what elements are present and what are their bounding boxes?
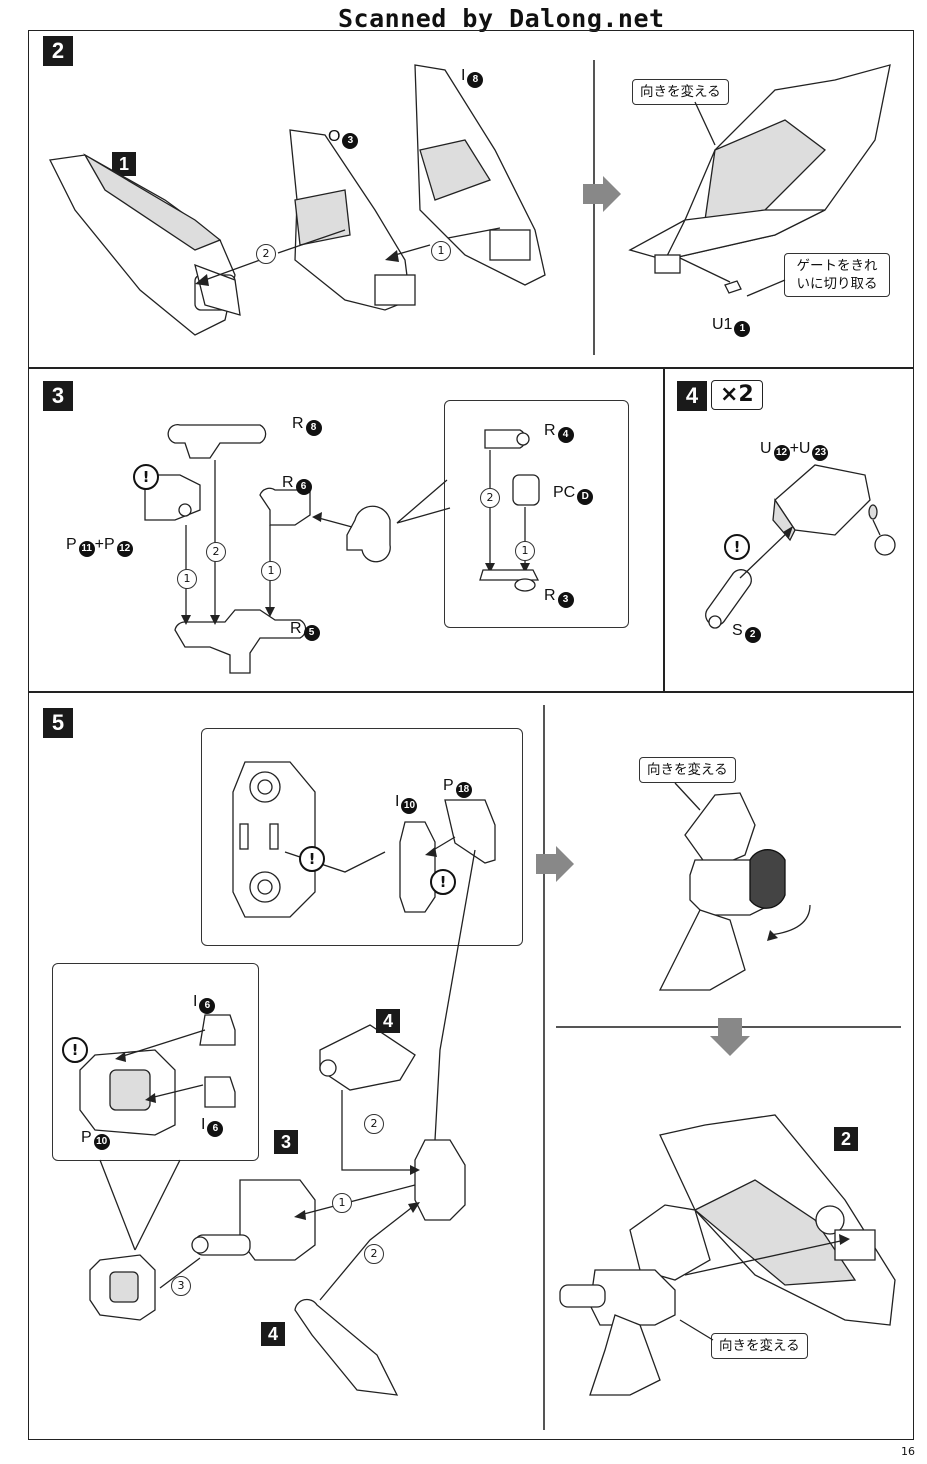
order-marker: 1 [177, 569, 197, 589]
divider-step2-result [593, 60, 595, 355]
step-number-4: 4 [677, 381, 707, 411]
step-number-3: 3 [43, 381, 73, 411]
step3-parts-illustration [139, 424, 391, 674]
divider-row-2 [28, 691, 914, 693]
sub-step-ref-2: 2 [834, 1127, 858, 1151]
page-number: 16 [901, 1445, 915, 1458]
callout-pointer [694, 101, 716, 146]
callout-cut-gate: ゲートをきれいに切り取る [784, 253, 890, 297]
result-arrow-icon [536, 846, 574, 882]
down-arrow-icon [710, 1018, 750, 1056]
sub-step-ref-4-bottom: 4 [261, 1322, 285, 1346]
scan-watermark: Scanned by Dalong.net [338, 4, 665, 33]
step5-final-illustration [559, 1114, 896, 1396]
order-marker: 1 [515, 541, 535, 561]
sub-step-ref-3: 3 [274, 1130, 298, 1154]
divider-row-1 [28, 367, 914, 369]
sub-step-ref-4-top: 4 [376, 1009, 400, 1033]
step2-parts-illustration [49, 64, 546, 336]
order-marker: 3 [171, 1276, 191, 1296]
order-marker: 1 [261, 561, 281, 581]
step5-assembly-illustration [89, 849, 476, 1396]
instruction-frame [28, 30, 914, 1440]
order-marker: 1 [332, 1193, 352, 1213]
divider-step5-result [543, 705, 545, 1430]
step-number-2: 2 [43, 36, 73, 66]
step-number-5: 5 [43, 708, 73, 738]
caution-icon: ! [430, 869, 456, 895]
caution-icon: ! [299, 846, 325, 872]
result-arrow-icon [583, 176, 621, 212]
step3-detail-inset [444, 400, 629, 628]
inset-parts-illustration [479, 429, 540, 592]
sub-step-ref-1: 1 [112, 152, 136, 176]
callout-turn-around: 向きを変える [632, 79, 729, 105]
caution-icon: ! [724, 534, 750, 560]
inset-pointer [396, 479, 451, 524]
left-inset-parts-illustration [79, 1014, 236, 1136]
step5-result-illustration [658, 782, 811, 991]
step2-result-illustration [628, 64, 891, 294]
multiplier-badge: ×2 [711, 380, 763, 410]
order-marker: 2 [364, 1244, 384, 1264]
order-marker: 2 [256, 244, 276, 264]
step5-left-inset [52, 963, 259, 1161]
inset-parts-illustration [232, 761, 496, 918]
callout-pointer [679, 1319, 714, 1341]
order-marker: 1 [431, 241, 451, 261]
order-marker: 2 [480, 488, 500, 508]
step5-detail-inset [201, 728, 523, 946]
divider-step3-4 [663, 367, 665, 692]
order-marker: 2 [364, 1114, 384, 1134]
caution-icon: ! [133, 464, 159, 490]
caution-icon: ! [62, 1037, 88, 1063]
order-marker: 2 [206, 542, 226, 562]
callout-turn-around-1: 向きを変える [639, 757, 736, 783]
callout-pointer [746, 279, 786, 297]
step4-parts-illustration [705, 464, 896, 629]
callout-turn-around-2: 向きを変える [711, 1333, 808, 1359]
